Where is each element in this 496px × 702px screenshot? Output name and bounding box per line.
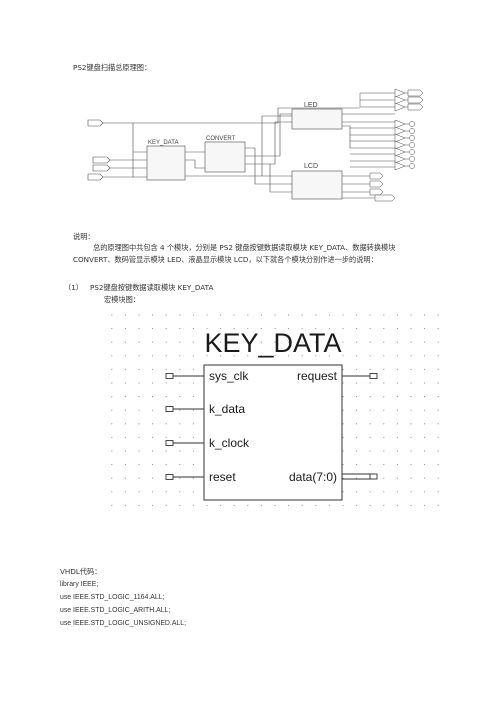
macro-block-title: KEY_DATA [204, 328, 341, 358]
port-reset: reset [209, 470, 236, 484]
note-body: 总的原理图中共包含 4 个模块，分别是 PS2 键盘按键数据读取模块 KEY_D… [73, 243, 396, 264]
schematic-label-led: LED [304, 102, 318, 109]
section-number: （1） [64, 283, 83, 292]
schematic-label-key-data: KEY_DATA [148, 140, 178, 146]
overall-schematic-figure: KEY_DATA CONVERT LED LCD [87, 88, 424, 202]
port-k-clock: k_clock [209, 436, 250, 450]
macro-block-label: 宏模块图： [104, 295, 140, 304]
schematic-heading: PS2键盘扫描总原理图： [73, 63, 152, 72]
key-data-macro-figure: KEY_DATA sys_clk k_data k_clock reset re… [110, 314, 440, 508]
port-data-bus: data(7:0) [289, 470, 337, 484]
port-k-data: k_data [209, 402, 245, 416]
schematic-label-lcd: LCD [304, 163, 318, 170]
code-line: library IEEE; [60, 581, 99, 588]
code-line: use IEEE.STD_LOGIC_UNSIGNED.ALL; [60, 620, 186, 627]
port-request: request [297, 369, 338, 383]
note-label: 说明： [73, 232, 95, 241]
code-line: use IEEE.STD_LOGIC_ARITH.ALL; [60, 607, 171, 614]
section-title: PS2键盘按键数据读取模块 KEY_DATA [90, 283, 214, 292]
vhdl-label: VHDL代码： [60, 567, 102, 576]
schematic-label-convert: CONVERT [206, 136, 236, 142]
code-line: use IEEE.STD_LOGIC_1164.ALL; [60, 594, 165, 601]
macro-block-body [203, 364, 343, 501]
port-sys-clk: sys_clk [209, 369, 249, 383]
